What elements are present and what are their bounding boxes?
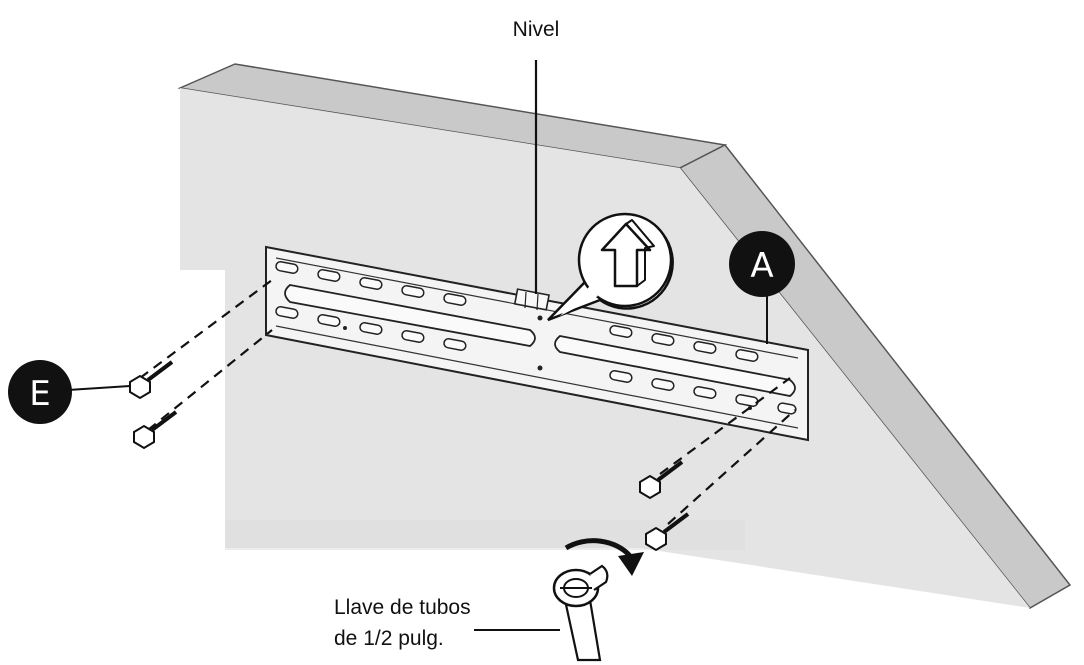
bracket-small-slots: [275, 261, 797, 415]
callout-a-letter: A: [750, 246, 773, 286]
right-screws: [639, 377, 796, 552]
clockwise-arrow-icon: [564, 538, 644, 576]
screw-icon: [129, 360, 174, 400]
callout-a-badge: [729, 231, 795, 297]
wrench-label-line2: de 1/2 pulg.: [334, 627, 444, 650]
screw-icon: [645, 512, 690, 552]
level-tool: [513, 288, 550, 311]
up-arrow-icon: [600, 219, 655, 288]
callout-e-letter: E: [29, 374, 50, 414]
bracket-dot: [343, 326, 347, 330]
wrench-label-line1: Llave de tubos: [334, 596, 471, 619]
callout-e-badge: [8, 360, 72, 424]
bracket-inner-line-bottom: [275, 325, 799, 429]
bracket-dot: [537, 315, 543, 321]
bracket-dot: [537, 365, 543, 371]
bracket-slot-right: [554, 335, 796, 397]
left-screws: [129, 279, 273, 450]
socket-wrench: [552, 564, 609, 662]
mounting-bracket: [265, 245, 809, 442]
callout-e-leader: [67, 385, 131, 391]
bracket-slot-left: [284, 284, 536, 347]
screw-icon: [133, 410, 178, 450]
level-label: Nivel: [513, 18, 560, 41]
bracket-plate: [265, 245, 809, 442]
level-detail-bubble: [547, 212, 674, 322]
screw-icon: [639, 460, 684, 500]
